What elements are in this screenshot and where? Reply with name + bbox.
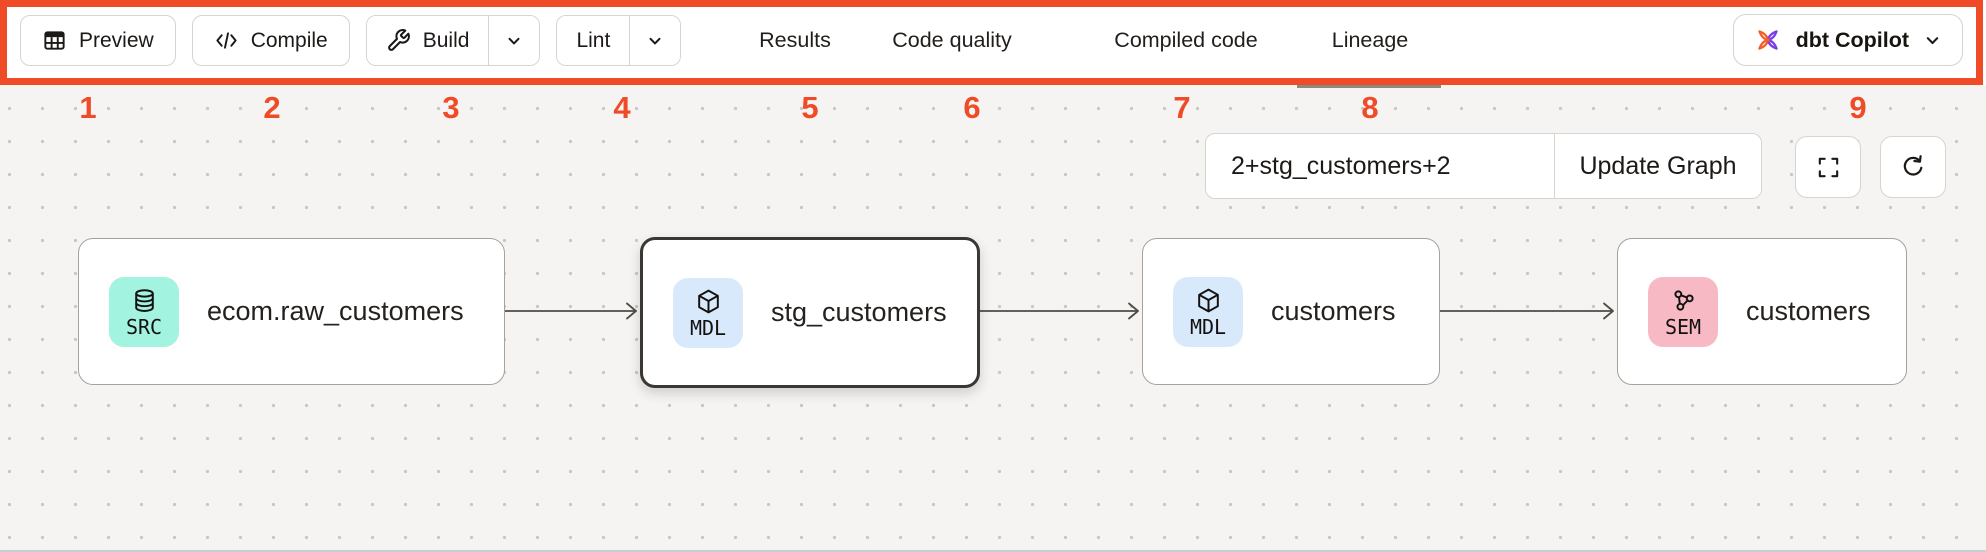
- tab-lineage[interactable]: Lineage: [1332, 0, 1409, 80]
- cube-icon: [1197, 288, 1219, 312]
- annotation-number-8: 8: [1361, 90, 1379, 125]
- build-button[interactable]: Build: [366, 16, 489, 65]
- table-icon: [44, 31, 65, 50]
- lineage-node-stg-customers[interactable]: MDL stg_customers: [640, 237, 980, 388]
- fullscreen-icon: [1818, 157, 1838, 177]
- node-label: customers: [1271, 296, 1396, 326]
- node-type-badge-mdl: MDL: [1173, 276, 1243, 347]
- node-type-badge-mdl: MDL: [673, 277, 743, 348]
- chevron-down-icon: [649, 37, 661, 44]
- toolbar: Preview Compile Build Lint: [0, 0, 1986, 85]
- edge-arrowhead: [1603, 302, 1614, 320]
- annotation-number-3: 3: [442, 90, 460, 125]
- node-type-label: MDL: [689, 315, 727, 340]
- chevron-down-icon: [508, 37, 520, 44]
- lint-button-label: Lint: [576, 28, 611, 52]
- annotation-number-4: 4: [613, 90, 631, 125]
- node-type-label: MDL: [1189, 314, 1227, 339]
- lineage-selector-input[interactable]: 2+stg_customers+2: [1206, 134, 1555, 198]
- database-icon: [134, 288, 154, 312]
- build-button-group: Build: [365, 15, 541, 66]
- node-label: stg_customers: [771, 297, 947, 327]
- annotation-number-6: 6: [963, 90, 981, 125]
- node-type-badge-sem: SEM: [1648, 276, 1718, 347]
- edge-arrowhead: [626, 302, 637, 320]
- lint-button-group: Lint: [556, 15, 682, 66]
- chevron-down-icon: [1926, 36, 1939, 44]
- node-type-label: SEM: [1664, 314, 1702, 339]
- toolbar-button-group: Preview Compile Build Lint: [20, 15, 682, 66]
- annotation-number-9: 9: [1849, 90, 1867, 125]
- build-button-label: Build: [422, 28, 470, 52]
- wrench-icon: [387, 29, 410, 51]
- refresh-icon: [1903, 155, 1923, 176]
- preview-button[interactable]: Preview: [20, 15, 176, 66]
- lineage-canvas[interactable]: 2+stg_customers+2 Update Graph SRC: [0, 85, 1986, 552]
- dbt-copilot-label: dbt Copilot: [1795, 27, 1909, 52]
- annotation-number-1: 1: [79, 90, 97, 125]
- node-label: ecom.raw_customers: [207, 296, 464, 326]
- tab-compiled-code[interactable]: Compiled code: [1114, 0, 1257, 80]
- refresh-button[interactable]: [1880, 136, 1946, 198]
- node-type-badge-src: SRC: [109, 276, 179, 347]
- lint-button[interactable]: Lint: [557, 16, 630, 65]
- fullscreen-button[interactable]: [1795, 136, 1861, 198]
- tab-results[interactable]: Results: [759, 0, 831, 80]
- window-bottom-edge: [0, 550, 1986, 552]
- edge-arrowhead: [1128, 302, 1139, 320]
- annotation-number-5: 5: [801, 90, 819, 125]
- lineage-node-ecom-raw-customers[interactable]: SRC ecom.raw_customers: [78, 238, 505, 385]
- active-tab-indicator: [1297, 79, 1441, 88]
- cube-icon: [697, 289, 719, 313]
- lineage-node-customers-model[interactable]: MDL customers: [1142, 238, 1440, 385]
- update-graph-button[interactable]: Update Graph: [1555, 134, 1761, 198]
- compile-button-label: Compile: [250, 28, 328, 52]
- node-type-label: SRC: [125, 314, 163, 339]
- code-icon: [216, 32, 237, 49]
- lint-dropdown-button[interactable]: [629, 16, 681, 65]
- lineage-selector-bar: 2+stg_customers+2 Update Graph: [1205, 133, 1762, 199]
- annotation-number-2: 2: [263, 90, 281, 125]
- tab-code-quality[interactable]: Code quality: [892, 0, 1012, 80]
- semantic-model-icon: [1673, 289, 1694, 311]
- build-dropdown-button[interactable]: [488, 16, 540, 65]
- lineage-node-customers-semantic[interactable]: SEM customers: [1617, 238, 1907, 385]
- dbt-logo-icon: [1757, 30, 1778, 50]
- node-label: customers: [1746, 296, 1871, 326]
- dbt-copilot-button[interactable]: dbt Copilot: [1732, 14, 1963, 66]
- compile-button[interactable]: Compile: [191, 15, 350, 66]
- annotation-number-7: 7: [1173, 90, 1191, 125]
- preview-button-label: Preview: [79, 28, 154, 52]
- lineage-selector-value: 2+stg_customers+2: [1231, 151, 1451, 180]
